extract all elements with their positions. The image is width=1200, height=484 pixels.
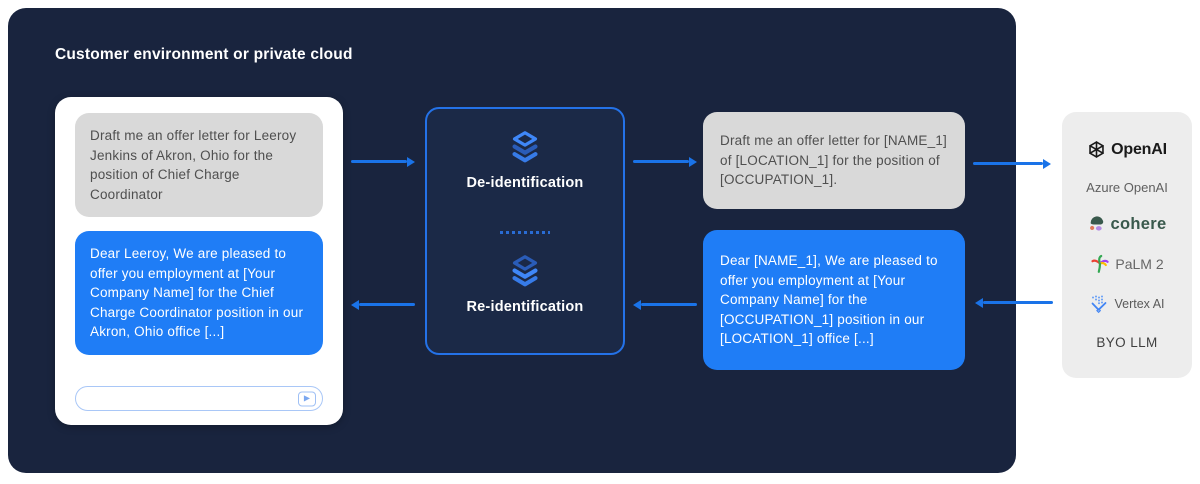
- chat-input[interactable]: ▶: [75, 386, 323, 411]
- deidentification-block: De-identification: [427, 129, 623, 191]
- llm-item-palm2: PaLM 2: [1090, 254, 1164, 274]
- llm-item-openai: OpenAI: [1087, 140, 1167, 159]
- llm-item-cohere: cohere: [1088, 215, 1167, 234]
- arrow-reid-to-chat: [359, 303, 415, 306]
- llm-item-label: BYO LLM: [1096, 334, 1158, 350]
- deidentification-label: De-identification: [466, 175, 584, 191]
- arrow-redacted-to-reid: [641, 303, 697, 306]
- arrow-llm-to-redacted: [983, 301, 1053, 304]
- reidentification-label: Re-identification: [466, 299, 584, 315]
- llm-provider-panel: OpenAI Azure OpenAI cohere: [1062, 112, 1192, 378]
- openai-icon: [1087, 140, 1106, 159]
- redacted-prompt-bubble: Draft me an offer letter for [NAME_1] of…: [703, 112, 965, 209]
- llm-item-label: OpenAI: [1111, 140, 1167, 158]
- send-icon[interactable]: ▶: [298, 391, 316, 406]
- chat-window-card: Draft me an offer letter for Leeroy Jenk…: [55, 97, 343, 425]
- customer-environment-container: Customer environment or private cloud Dr…: [8, 8, 1016, 473]
- llm-item-label: Azure OpenAI: [1086, 179, 1168, 195]
- dashed-separator: [500, 231, 550, 234]
- reidentification-block: Re-identification: [427, 253, 623, 315]
- cohere-icon: [1088, 215, 1106, 233]
- redacted-response-bubble: Dear [NAME_1], We are pleased to offer y…: [703, 230, 965, 370]
- layers-icon: [506, 253, 544, 289]
- llm-item-byo-llm: BYO LLM: [1096, 335, 1157, 350]
- chat-input-field[interactable]: [86, 387, 286, 410]
- llm-item-label: cohere: [1110, 214, 1167, 233]
- assistant-response-bubble: Dear Leeroy, We are pleased to offer you…: [75, 231, 323, 355]
- privacy-layer-box: De-identification Re-identification: [425, 107, 625, 355]
- palm2-icon: [1090, 254, 1110, 274]
- user-prompt-bubble: Draft me an offer letter for Leeroy Jenk…: [75, 113, 323, 218]
- vertex-ai-icon: [1089, 294, 1109, 314]
- llm-item-vertex-ai: Vertex AI: [1089, 294, 1165, 314]
- layers-icon: [506, 129, 544, 165]
- llm-item-label: PaLM 2: [1115, 256, 1164, 273]
- arrow-redacted-to-llm: [973, 162, 1043, 165]
- arrow-deid-to-redacted: [633, 160, 689, 163]
- llm-item-azure-openai: Azure OpenAI: [1086, 180, 1168, 195]
- llm-item-label: Vertex AI: [1114, 297, 1165, 312]
- arrow-prompt-to-deid: [351, 160, 407, 163]
- environment-title: Customer environment or private cloud: [55, 46, 353, 63]
